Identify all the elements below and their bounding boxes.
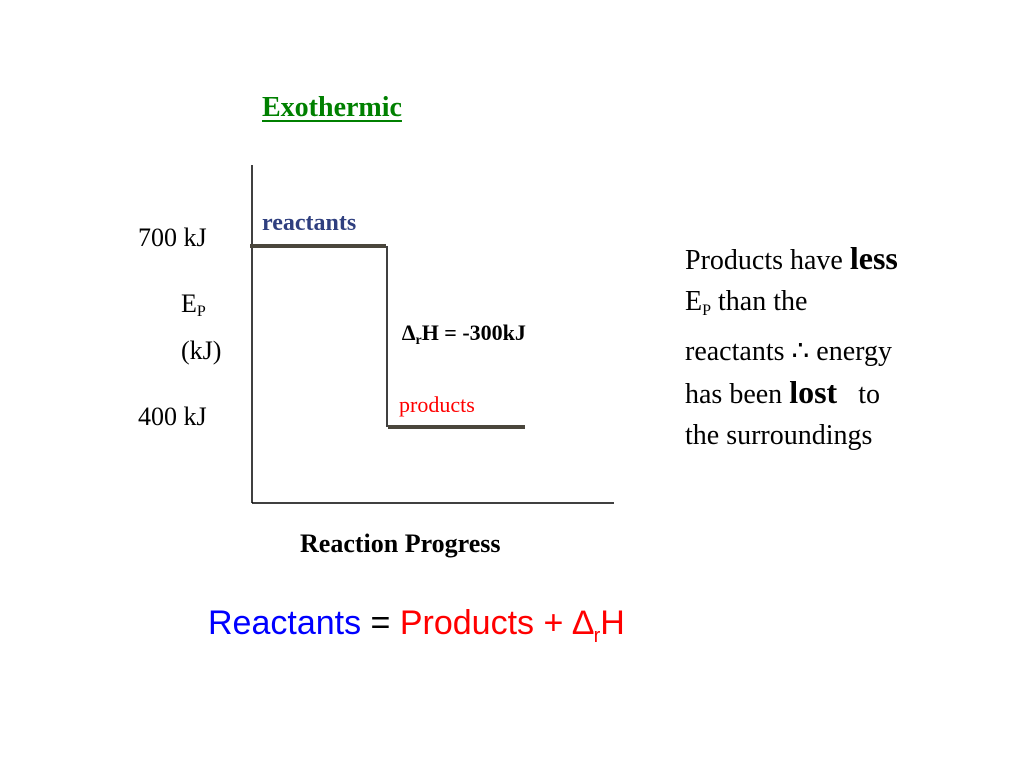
equation-delta-symbol: ∆ bbox=[572, 604, 594, 642]
diagram-title: Exothermic bbox=[262, 92, 402, 123]
explanation-text-part: has been bbox=[685, 379, 783, 410]
y-axis-unit: (kJ) bbox=[181, 336, 222, 365]
explanation-line-5: the surroundings bbox=[685, 420, 873, 451]
equation-products: Products + ∆rH bbox=[399, 604, 625, 647]
equation-delta-subscript: r bbox=[593, 625, 601, 647]
explanation-line-1: Products have less bbox=[685, 238, 898, 281]
x-axis-label: Reaction Progress bbox=[300, 529, 501, 558]
equation-reactants: Reactants bbox=[208, 604, 362, 642]
products-label: products bbox=[399, 392, 475, 417]
enthalpy-change-label: ∆rH = -300kJ bbox=[402, 320, 526, 349]
delta-symbol: ∆ bbox=[402, 320, 416, 345]
equation-delta-tail: H bbox=[600, 604, 625, 642]
enthalpy-equation: Reactants = Products + ∆rH bbox=[208, 604, 625, 648]
explanation-text-part: than the bbox=[718, 286, 808, 317]
y-axis-label: EP (kJ) bbox=[181, 284, 221, 370]
y-axis-symbol: E bbox=[181, 289, 197, 318]
explanation-line-2: EP than the bbox=[685, 281, 898, 331]
delta-subscript: r bbox=[415, 333, 422, 348]
emphasis-less: less bbox=[849, 240, 898, 276]
emphasis-lost: lost bbox=[789, 374, 838, 410]
y-tick-400: 400 kJ bbox=[138, 402, 207, 431]
delta-value: H = -300kJ bbox=[421, 320, 526, 345]
explanation-line-3: reactants ∴ energy bbox=[685, 336, 892, 367]
equation-products-text: Products + bbox=[399, 604, 564, 642]
reactants-label: reactants bbox=[262, 210, 357, 236]
explanation-line-4: has been lost to bbox=[685, 372, 898, 415]
explanation-text: Products have less EP than the reactants… bbox=[685, 238, 898, 456]
explanation-text-part: to bbox=[858, 379, 880, 410]
explanation-text-part: Products have bbox=[685, 245, 843, 276]
explanation-subscript: P bbox=[702, 302, 712, 319]
explanation-text-part: E bbox=[685, 286, 703, 317]
y-axis-subscript: P bbox=[196, 303, 206, 320]
y-tick-700: 700 kJ bbox=[138, 223, 207, 252]
equation-equals: = bbox=[370, 604, 391, 642]
